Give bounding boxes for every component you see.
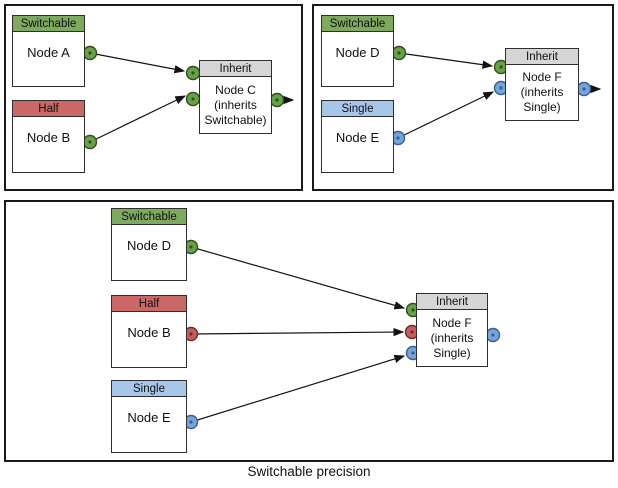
node-e-header: Single	[112, 381, 186, 397]
node-c: Inherit Node C (inherits Switchable)	[199, 60, 272, 134]
port-node-f-output	[576, 81, 592, 97]
node-b-header: Half	[112, 296, 186, 312]
wires-bottom	[183, 239, 501, 430]
figure-caption: Switchable precision	[247, 464, 371, 479]
node-e-label: Node E	[127, 410, 171, 425]
node-b: Half Node B	[111, 295, 187, 368]
node-f-header: Inherit	[506, 49, 578, 65]
node-a-header: Switchable	[13, 16, 84, 32]
node-e: Single Node E	[111, 380, 187, 453]
node-f-header: Inherit	[417, 294, 487, 310]
node-b-label: Node B	[26, 130, 71, 145]
node-f: Inherit Node F (inherits Single)	[505, 48, 579, 121]
port-node-b-output	[82, 134, 98, 150]
panel-top-left: Switchable Node A Half Node B Inherit No…	[4, 4, 303, 191]
node-f: Inherit Node F (inherits Single)	[416, 293, 488, 367]
port-node-c-input-2	[185, 91, 201, 107]
node-e-label: Node E	[335, 130, 380, 145]
node-e-header: Single	[322, 101, 393, 117]
edge-node-b-to-node-c	[89, 95, 187, 143]
node-d-header: Switchable	[322, 16, 393, 32]
node-d-label: Node D	[335, 45, 380, 60]
node-f-label: Node F (inherits Single)	[520, 70, 564, 114]
node-b-label: Node B	[127, 325, 171, 340]
port-node-a-output	[82, 45, 98, 61]
edge-node-e-to-node-f	[190, 354, 406, 423]
node-c-label: Node C (inherits Switchable)	[204, 82, 267, 127]
node-c-header: Inherit	[200, 61, 271, 77]
node-d-label: Node D	[126, 238, 172, 253]
node-d-header: Switchable	[112, 209, 186, 225]
node-f-label: Node F (inherits Single)	[430, 315, 474, 360]
port-node-c-output	[269, 92, 285, 108]
node-b-header: Half	[13, 101, 84, 117]
node-a-label: Node A	[27, 45, 70, 60]
node-d: Switchable Node D	[111, 208, 187, 281]
edge-node-e-to-node-f	[397, 91, 495, 139]
node-b: Half Node B	[12, 100, 85, 173]
panel-bottom: Switchable Node D Half Node B Single Nod…	[4, 200, 614, 462]
port-node-d-output	[391, 45, 407, 61]
panel-top-right: Switchable Node D Single Node E Inherit …	[312, 4, 614, 191]
edge-node-d-to-node-f	[398, 52, 494, 69]
node-d: Switchable Node D	[321, 15, 394, 87]
edge-node-a-to-node-c	[89, 52, 186, 74]
port-node-c-input-1	[185, 65, 201, 81]
edge-node-d-to-node-f	[190, 246, 406, 310]
port-node-f-output	[485, 327, 501, 343]
node-a: Switchable Node A	[12, 15, 85, 87]
wires-top-left	[82, 45, 295, 150]
node-e: Single Node E	[321, 100, 394, 173]
edge-node-b-to-node-f	[190, 327, 405, 337]
